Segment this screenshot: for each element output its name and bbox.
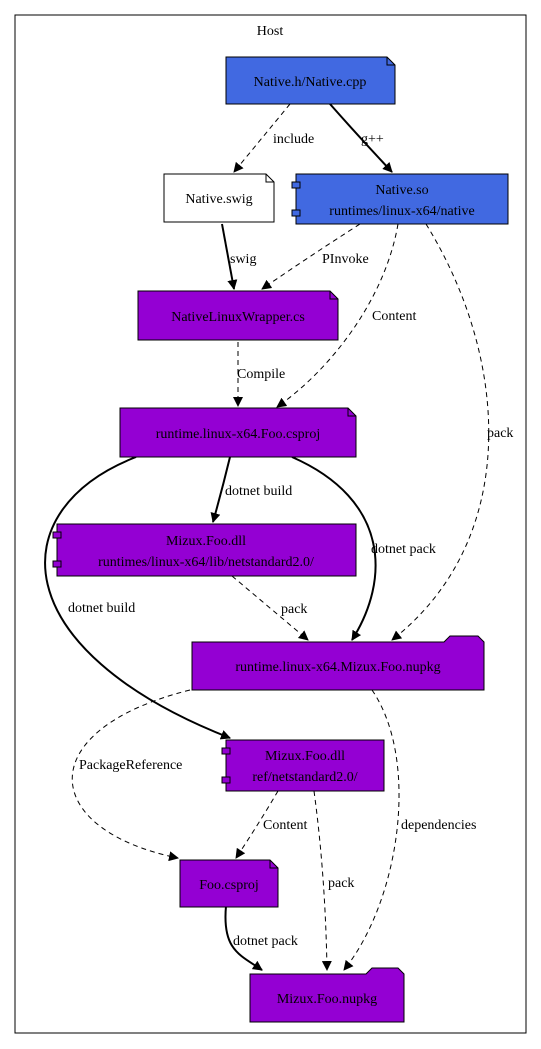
edge-content-native xyxy=(276,223,399,408)
edge-pack-ref-dll xyxy=(313,790,332,971)
edge-dotnet-build-runtime xyxy=(210,456,231,523)
label-pack-native: pack xyxy=(487,426,513,441)
label-content-native: Content xyxy=(372,309,416,324)
node-runtime-nupkg-label: runtime.linux-x64.Mizux.Foo.nupkg xyxy=(235,660,440,675)
label-swig: swig xyxy=(230,252,256,267)
node-native-source-label: Native.h/Native.cpp xyxy=(254,75,367,90)
node-runtime-csproj[interactable]: runtime.linux-x64.Foo.csproj xyxy=(119,407,357,458)
edge-content-ref xyxy=(235,790,279,859)
node-ref-dll-title: Mizux.Foo.dll xyxy=(265,749,345,764)
component-shape xyxy=(295,173,509,225)
component-tab-bottom xyxy=(291,209,301,217)
node-native-swig[interactable]: Native.swig xyxy=(163,173,275,223)
component-tab-top xyxy=(291,181,301,189)
node-runtime-csproj-label: runtime.linux-x64.Foo.csproj xyxy=(156,427,321,442)
label-gpp: g++ xyxy=(361,132,384,147)
edge-dotnet-pack-foo xyxy=(224,905,263,971)
node-native-so-title: Native.so xyxy=(375,183,428,198)
node-native-linux-wrapper-label: NativeLinuxWrapper.cs xyxy=(171,310,305,325)
note-shape xyxy=(163,173,275,223)
label-package-reference: PackageReference xyxy=(79,758,182,773)
node-ref-dll[interactable]: Mizux.Foo.dll ref/netstandard2.0/ xyxy=(221,739,385,792)
node-native-source[interactable]: Native.h/Native.cpp xyxy=(225,56,396,105)
note-shape xyxy=(119,407,357,458)
note-fold xyxy=(269,860,278,869)
note-shape xyxy=(225,56,396,105)
host-cluster-title: Host xyxy=(257,24,284,39)
label-dotnet-pack-runtime: dotnet pack xyxy=(371,542,436,557)
node-runtime-dll-title: Mizux.Foo.dll xyxy=(166,534,246,549)
edge-pack-native xyxy=(391,223,490,641)
edge-dependencies xyxy=(343,689,400,971)
node-native-swig-label: Native.swig xyxy=(185,192,252,207)
label-include: include xyxy=(273,132,314,147)
node-foo-nupkg-label: Mizux.Foo.nupkg xyxy=(277,992,377,1007)
edges xyxy=(44,103,490,971)
node-native-so-path: runtimes/linux-x64/native xyxy=(329,204,474,219)
node-runtime-dll[interactable]: Mizux.Foo.dll runtimes/linux-x64/lib/net… xyxy=(52,523,357,577)
edge-dotnet-pack-runtime xyxy=(291,456,377,641)
note-fold xyxy=(386,57,395,66)
edge-dotnet-build-ref xyxy=(44,456,231,740)
edge-pinvoke xyxy=(261,223,361,290)
note-fold xyxy=(347,408,356,417)
label-dotnet-build-runtime: dotnet build xyxy=(225,484,292,499)
label-pack-ref-dll: pack xyxy=(328,876,354,891)
component-tab-top xyxy=(221,747,231,755)
node-foo-csproj[interactable]: Foo.csproj xyxy=(179,859,279,908)
node-native-linux-wrapper[interactable]: NativeLinuxWrapper.cs xyxy=(137,290,339,341)
component-tab-bottom xyxy=(52,560,62,568)
node-foo-nupkg[interactable]: Mizux.Foo.nupkg xyxy=(249,967,405,1023)
node-runtime-dll-path: runtimes/linux-x64/lib/netstandard2.0/ xyxy=(98,555,314,570)
component-shape xyxy=(56,523,357,577)
edge-gpp xyxy=(329,103,393,173)
node-ref-dll-path: ref/netstandard2.0/ xyxy=(252,770,357,785)
folder-shape xyxy=(191,635,485,691)
edge-package-reference xyxy=(71,689,191,862)
folder-shape xyxy=(249,967,405,1023)
edge-labels: include g++ swig PInvoke Content pack Co… xyxy=(68,132,513,949)
label-pinvoke: PInvoke xyxy=(322,252,369,267)
edge-swig xyxy=(221,223,238,290)
component-tab-bottom xyxy=(221,776,231,784)
component-shape xyxy=(225,739,385,792)
note-fold xyxy=(329,291,338,300)
component-tab-top xyxy=(52,531,62,539)
note-shape xyxy=(179,859,279,908)
note-shape xyxy=(137,290,339,341)
label-dependencies: dependencies xyxy=(401,818,476,833)
label-dotnet-pack-foo: dotnet pack xyxy=(233,934,298,949)
label-dotnet-build-ref: dotnet build xyxy=(68,601,135,616)
label-compile: Compile xyxy=(237,367,285,382)
label-content-ref: Content xyxy=(263,818,307,833)
node-foo-csproj-label: Foo.csproj xyxy=(199,878,259,893)
host-cluster xyxy=(14,14,527,1034)
label-pack-runtime-dll: pack xyxy=(281,602,307,617)
node-runtime-nupkg[interactable]: runtime.linux-x64.Mizux.Foo.nupkg xyxy=(191,635,485,691)
node-native-so[interactable]: Native.so runtimes/linux-x64/native xyxy=(291,173,509,225)
note-fold xyxy=(265,174,274,183)
edge-pack-runtime-dll xyxy=(231,575,309,641)
